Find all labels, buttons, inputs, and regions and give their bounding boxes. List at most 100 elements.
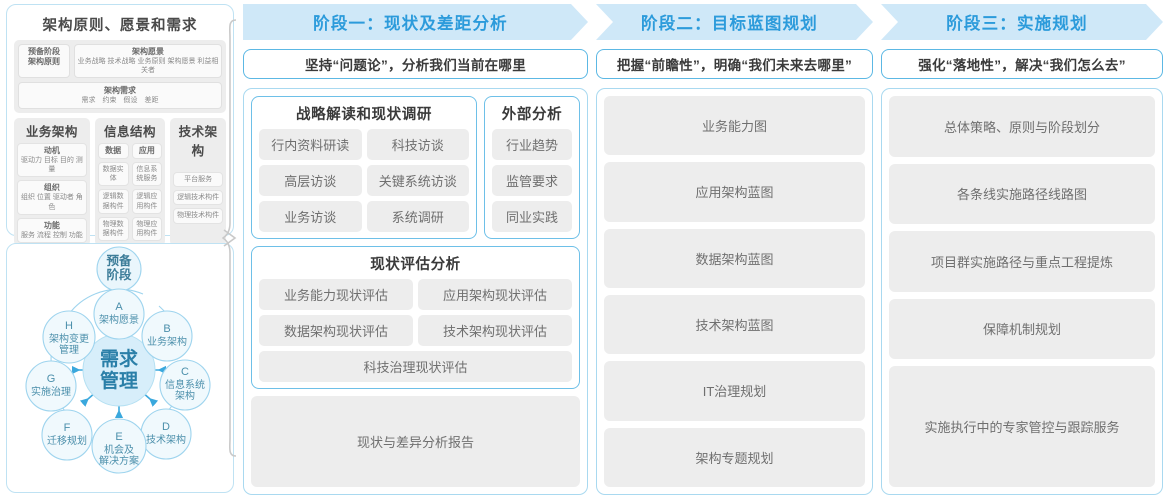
chip-exec-interview[interactable]: 高层访谈 [259,165,362,196]
phase-3-items: 总体策略、原则与阶段划分 各条线实施路径线路图 项目群实施路径与重点工程提炼 保… [889,96,1155,487]
phase-2-items: 业务能力图 应用架构蓝图 数据架构蓝图 技术架构蓝图 IT治理规划 架构专题规划 [604,96,865,487]
phase-2-body: 业务能力图 应用架构蓝图 数据架构蓝图 技术架构蓝图 IT治理规划 架构专题规划 [596,88,873,495]
ba-group-function-title: 功能 [43,220,60,230]
is-information-system-service-text: 信息系统服务 [136,166,158,183]
adm-node-h-label2: 管理 [59,343,79,356]
is-application-header: 应用 [131,143,163,160]
framework-columns: 业务架构 动机 驱动力 目标 目的 测量 组织 组织 位置 驱动者 角色 功能 … [14,118,226,246]
is-physical-data-component: 物理数据构件 [97,216,129,241]
chip-system-research[interactable]: 系统调研 [366,201,469,232]
ba-group-motivation: 动机 驱动力 目标 目的 测量 [17,143,87,178]
gap-analysis-report[interactable]: 现状与差异分析报告 [251,396,580,487]
phase-2-column: 阶段二：目标蓝图规划 把握“前瞻性”，明确“我们未来去哪里” 业务能力图 应用架… [596,4,873,495]
phase-2-banner-text: 阶段二：目标蓝图规划 [641,15,818,33]
chip-internal-docs[interactable]: 行内资料研读 [259,129,362,160]
adm-node-b-label: 业务架构 [147,335,187,348]
external-analysis-card: 外部分析 行业趋势 监管要求 同业实践 [484,96,580,239]
chip-regulatory-requirements[interactable]: 监管要求 [492,165,572,196]
ba-group-organization: 组织 组织 位置 驱动者 角色 [17,180,87,215]
adm-node-c-label1: 信息系统 [165,378,205,391]
chip-application-architecture-assessment[interactable]: 应用架构现状评估 [418,279,572,310]
chip-technology-architecture-assessment[interactable]: 技术架构现状评估 [418,315,572,346]
adm-center-line1: 需求 [100,347,139,370]
adm-node-e-label1: 机会及 [104,443,134,456]
is-physical-application-component: 物理应用构件 [131,216,163,241]
adm-node-c-label2: 架构 [175,389,195,402]
ba-group-function: 功能 服务 流程 控制 功能 [17,217,87,243]
current-state-assessment-title: 现状评估分析 [370,257,461,273]
item-line-implementation-roadmap[interactable]: 各条线实施路径线路图 [889,163,1155,224]
column-information-structure-header: 信息结构 [104,125,157,140]
phase-3-column: 阶段三：实施规划 强化“落地性”，解决“我们怎么去” 总体策略、原则与阶段划分 … [881,4,1163,495]
phase-3-subtitle[interactable]: 强化“落地性”，解决“我们怎么去” [881,49,1163,79]
is-data-subcolumn: 数据 数据实体 逻辑数据构件 物理数据构件 [97,143,129,241]
phase-1-top-row: 战略解读和现状调研 行内资料研读 科技访谈 高层访谈 关键系统访谈 业务访谈 系… [251,96,580,239]
item-application-architecture-blueprint[interactable]: 应用架构蓝图 [604,162,865,222]
phase-1-body: 战略解读和现状调研 行内资料研读 科技访谈 高层访谈 关键系统访谈 业务访谈 系… [243,88,588,495]
current-state-assessment-chips: 业务能力现状评估 应用架构现状评估 数据架构现状评估 技术架构现状评估 [259,279,572,346]
chip-peer-practices[interactable]: 同业实践 [492,201,572,232]
item-program-path-key-projects[interactable]: 项目群实施路径与重点工程提炼 [889,231,1155,292]
is-logical-data-component-text: 逻辑数据构件 [102,193,124,210]
is-physical-data-component-text: 物理数据构件 [102,220,124,237]
is-logical-data-component: 逻辑数据构件 [97,189,129,214]
external-analysis-chips: 行业趋势 监管要求 同业实践 [492,129,572,232]
chip-tech-interview[interactable]: 科技访谈 [366,129,469,160]
chip-industry-trends[interactable]: 行业趋势 [492,129,572,160]
adm-node-e-letter: E [115,431,122,443]
strategy-research-chips: 行内资料研读 科技访谈 高层访谈 关键系统访谈 业务访谈 系统调研 [259,129,469,232]
phase-1-subtitle[interactable]: 坚持“问题论”，分析我们当前在哪里 [243,49,588,79]
adm-prep-line2: 阶段 [106,267,132,282]
chip-business-capability-assessment[interactable]: 业务能力现状评估 [259,279,413,310]
adm-node-h-letter: H [65,320,73,332]
architecture-requirements-cell: 架构需求 需求 约束 假设 差距 [18,82,222,110]
prep-phase-line2: 架构原则 [28,57,60,66]
architecture-vision-title: 架构愿景 [132,47,164,56]
ta-physical-technology-component-text: 物理技术构件 [177,212,220,220]
item-assurance-mechanism-plan[interactable]: 保障机制规划 [889,298,1155,359]
is-data-header-text: 数据 [105,146,122,156]
architecture-requirements-items: 需求 约束 假设 差距 [81,97,159,105]
chip-data-architecture-assessment[interactable]: 数据架构现状评估 [259,315,413,346]
is-logical-application-component: 逻辑应用构件 [131,189,163,214]
phase-1-banner-text: 阶段一：现状及差距分析 [313,15,508,33]
adm-cycle-diagram: 预备 阶段 需求 管理 A 架构愿景 B 业务架构 C 信息系统 架构 D 技术… [25,246,211,474]
phase-3-banner-text: 阶段三：实施规划 [946,15,1088,33]
adm-cycle-panel: 预备 阶段 需求 管理 A 架构愿景 B 业务架构 C 信息系统 架构 D 技术… [6,243,234,493]
item-architecture-topic-plan[interactable]: 架构专题规划 [604,427,865,487]
item-overall-strategy-principles[interactable]: 总体策略、原则与阶段划分 [889,96,1155,157]
ba-group-motivation-items: 驱动力 目标 目的 测量 [20,157,83,174]
phase-1-column: 阶段一：现状及差距分析 坚持“问题论”，分析我们当前在哪里 战略解读和现状调研 … [243,4,588,495]
ta-platform-service-text: 平台服务 [184,176,213,184]
adm-node-a-letter: A [115,301,123,313]
adm-node-g-letter: G [47,373,56,385]
item-business-capability-map[interactable]: 业务能力图 [604,96,865,156]
column-information-structure: 信息结构 数据 数据实体 逻辑数据构件 物理数据构件 [94,118,166,246]
item-it-governance-plan[interactable]: IT治理规划 [604,361,865,421]
is-physical-application-component-text: 物理应用构件 [136,220,158,237]
chip-key-system-interview[interactable]: 关键系统访谈 [366,165,469,196]
ba-group-organization-items: 组织 位置 驱动者 角色 [20,194,83,211]
phase-3-body: 总体策略、原则与阶段划分 各条线实施路径线路图 项目群实施路径与重点工程提炼 保… [881,88,1163,495]
ba-group-motivation-title: 动机 [43,146,60,156]
architecture-framework-panel: 架构原则、愿景和需求 预备阶段 架构原则 架构愿景 业务战略 技术战略 业务原则… [6,4,234,296]
phase-2-subtitle[interactable]: 把握“前瞻性”，明确“我们未来去哪里” [596,49,873,79]
adm-node-f-label: 迁移规划 [47,434,87,447]
prep-phase-line1: 预备阶段 [28,47,60,56]
external-analysis-title: 外部分析 [501,107,563,123]
vision-requirements-block: 预备阶段 架构原则 架构愿景 业务战略 技术战略 业务原则 架构愿景 利益相关者… [14,40,226,114]
item-data-architecture-blueprint[interactable]: 数据架构蓝图 [604,228,865,288]
column-technology-architecture-header: 技术架构 [178,125,218,159]
current-state-assessment-card: 现状评估分析 业务能力现状评估 应用架构现状评估 数据架构现状评估 技术架构现状… [251,246,580,389]
phase-3-subtitle-text: 强化“落地性”，解决“我们怎么去” [918,58,1126,73]
item-technology-architecture-blueprint[interactable]: 技术架构蓝图 [604,294,865,355]
is-information-system-service: 信息系统服务 [131,162,163,187]
phase-2-banner: 阶段二：目标蓝图规划 [596,4,873,40]
is-data-entity: 数据实体 [97,162,129,187]
item-expert-oversight-tracking[interactable]: 实施执行中的专家管控与跟踪服务 [889,366,1155,487]
chip-business-interview[interactable]: 业务访谈 [259,201,362,232]
adm-node-c-letter: C [181,366,189,378]
chip-tech-governance-assessment[interactable]: 科技治理现状评估 [259,351,572,382]
architecture-requirements-title: 架构需求 [104,86,136,96]
